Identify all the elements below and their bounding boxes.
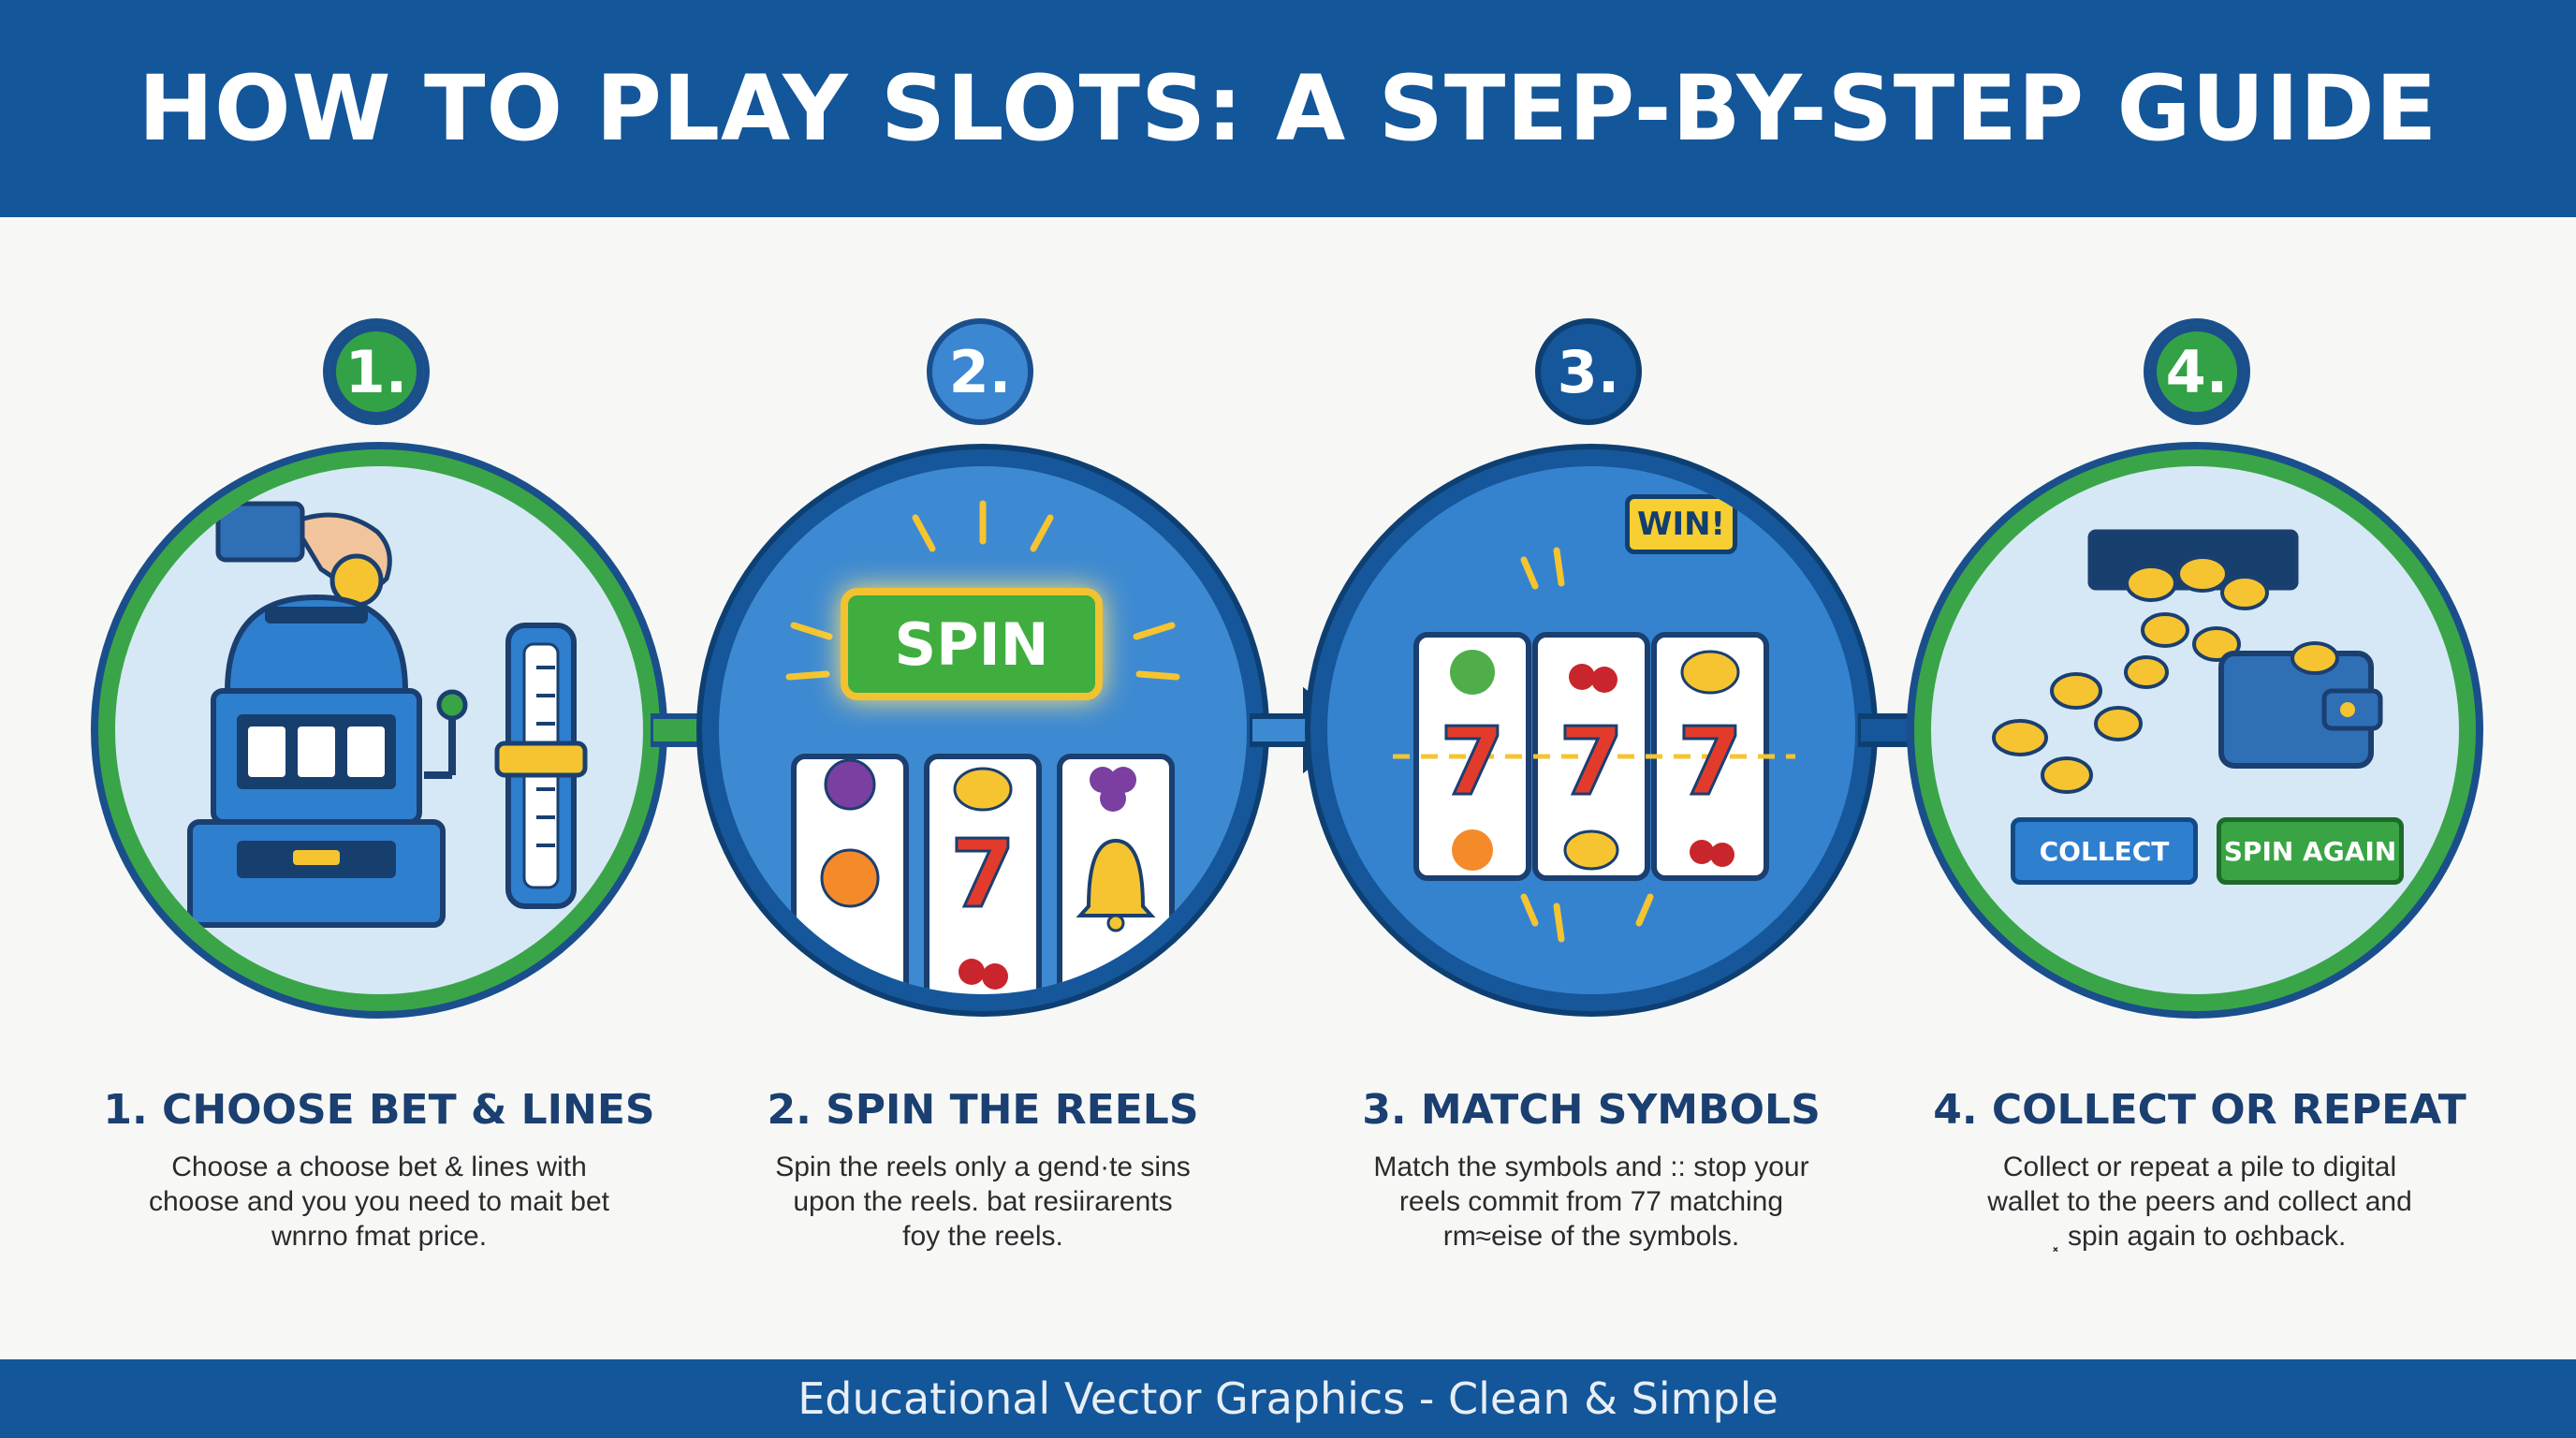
step-1-illustration: [98, 449, 660, 1011]
step-4-title: 4. COLLECT OR REPEAT: [1933, 1086, 2466, 1134]
winning-reels-icon: 7 7 7: [1393, 547, 1795, 943]
orange-icon-2: [1452, 829, 1493, 871]
step-1-title: 1. CHOOSE BET & LINES: [103, 1086, 655, 1134]
step-2-illustration: 7 SPIN: [702, 449, 1264, 1011]
reel-seven-3: 7: [1677, 707, 1743, 816]
step-3-illustration: 7 7 7 WIN!: [1310, 449, 1872, 1011]
header-banner: HOW TO PLAY SLOTS: A STEP-BY-STEP GUIDE: [0, 0, 2576, 217]
coins-wallet-icon: [1992, 529, 2383, 794]
spin-again-button[interactable]: SPIN AGAIN: [2217, 817, 2404, 885]
step-2-title: 2. SPIN THE REELS: [767, 1086, 1199, 1134]
reel-seven-1: 7: [1440, 707, 1505, 816]
footer-banner: Educational Vector Graphics - Clean & Si…: [0, 1359, 2576, 1438]
step-3-badge: 3.: [1535, 318, 1642, 425]
bet-slider-icon: [494, 623, 588, 909]
cherry-icon: [1569, 664, 1595, 690]
step-4-illustration: COLLECT SPIN AGAIN: [1914, 449, 2476, 1011]
lemon-icon-2: [1680, 650, 1740, 695]
step-3-description: Match the symbols and :: stop your reels…: [1373, 1152, 1809, 1252]
reels-icon: 7: [785, 500, 1180, 994]
page-title: HOW TO PLAY SLOTS: A STEP-BY-STEP GUIDE: [138, 56, 2438, 161]
plum-icon: [824, 758, 876, 811]
collect-button[interactable]: COLLECT: [2011, 817, 2198, 885]
leaf-icon: [1450, 650, 1495, 695]
win-badge: WIN!: [1625, 494, 1737, 554]
step-1-description: Choose a choose bet & lines with choose …: [148, 1152, 609, 1252]
grapes-icon: [1100, 785, 1126, 812]
footer-text: Educational Vector Graphics - Clean & Si…: [798, 1373, 1778, 1424]
bell-icon: [1076, 838, 1156, 917]
reel-seven-2: 7: [1559, 707, 1624, 816]
slot-machine-icon: [187, 501, 588, 928]
step-1-badge: 1.: [323, 318, 430, 425]
reel-seven: 7: [950, 819, 1016, 929]
step-3-title: 3. MATCH SYMBOLS: [1362, 1086, 1821, 1134]
spin-button[interactable]: SPIN: [841, 588, 1103, 700]
wallet-icon: [2218, 641, 2383, 769]
step-4-description: Collect or repeat a pile to digital wall…: [1987, 1152, 2412, 1252]
step-4-badge: 4.: [2144, 318, 2250, 425]
step-2-badge: 2.: [927, 318, 1033, 425]
step-2-description: Spin the reels only a ɡend·te sins upon …: [775, 1152, 1191, 1252]
lemon-icon: [953, 767, 1013, 812]
orange-icon: [820, 848, 880, 908]
coins-icon: [1992, 555, 2269, 794]
